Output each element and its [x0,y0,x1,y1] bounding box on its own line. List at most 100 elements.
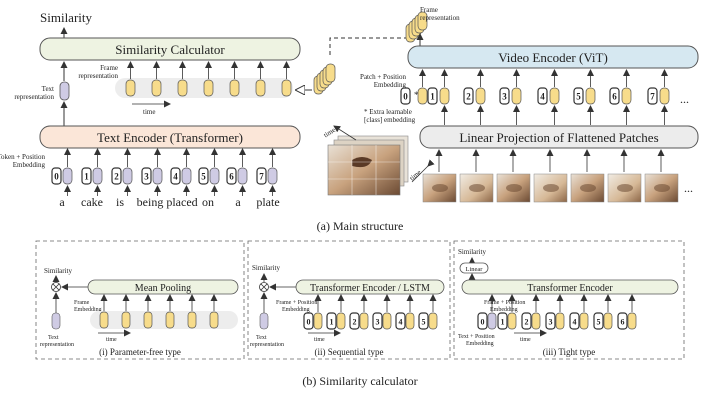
panel-sequential [247,240,451,360]
patch-index-label: 5 [576,92,581,102]
p1-times-mark [52,283,60,291]
p3-frame-index-box [497,312,508,330]
frame-representation-stack-small [313,63,336,95]
text-representation-label-1: Text [42,85,54,93]
p2-transformer-lstm-block [295,279,445,295]
p2-frame-pos-label-1: Frame + Position [276,300,317,306]
sentence-word: plate [256,195,279,209]
p3-frame-index-box [545,312,556,330]
patch-token [621,87,632,105]
patch-tile-row [422,149,679,203]
patch-index-box [463,87,474,105]
video-frame-front [327,144,401,196]
p1-caption: (i) Parameter-free type [99,347,181,357]
p3-text-index-box [477,312,488,330]
patch-tile-cake [469,184,485,192]
patch-index-label: 1 [430,92,435,102]
patch-tile-image [422,173,457,203]
stack-time-arrow [333,125,357,141]
p3-frame-token [507,312,517,330]
patch-index-box [400,87,411,105]
text-token-index-box [111,167,122,185]
calc-frame-token [281,79,292,97]
patch-index-label: 0 [403,92,408,102]
sentence-word: being [137,195,164,209]
sentence-word: a [235,195,241,209]
video-encoder-block [407,45,699,69]
patch-tile-cake [432,184,448,192]
p3-frame-index-label: 5 [597,318,601,327]
p1-frame-token [99,311,109,329]
p2-frame-index-box [395,312,406,330]
panel-parameter-free [35,240,245,360]
sentence-word: placed [166,195,197,209]
p3-frame-pos-label-2: Embedding [490,307,518,313]
small-stack-frame-token [325,63,336,83]
patch-index-label: 6 [612,92,617,102]
patch-embedding-label-2: Embedding [374,81,407,89]
sentence-word: on [202,195,214,209]
frame-rep-top-label-1: Frame [420,6,438,14]
patch-index-box [647,87,658,105]
similarity-label: Similarity [40,10,93,25]
p2-frame-index-label: 0 [307,318,311,327]
text-token-index-box [198,167,209,185]
patch-index-box [499,87,510,105]
patch-index-box [427,87,438,105]
video-encoder-label: Video Encoder (ViT) [498,50,608,65]
p2-text-token [259,312,269,330]
p2-frame-index-box [372,312,383,330]
patch-token [549,87,560,105]
text-representation-label-2: representation [14,93,54,101]
p2-frame-index-box [418,312,429,330]
frame-to-calc-dashed [329,37,408,58]
calc-time-label: time [143,108,155,116]
p1-frame-token [143,311,153,329]
p3-frame-token [531,312,541,330]
similarity-calculator-block [39,37,301,61]
p2-frame-token [313,312,323,330]
p3-frame-index-label: 6 [621,318,625,327]
p1-frame-embedding-label-2: Embedding [74,307,102,313]
patch-index-box [537,87,548,105]
p3-frame-index-box [617,312,628,330]
text-token [152,167,163,185]
token-embedding-label-1: Token + Position [0,153,45,161]
p3-time-label: time [520,337,531,343]
text-token-index-label: 7 [259,172,264,182]
p2-frame-index-label: 1 [330,318,334,327]
p3-frame-index-box [569,312,580,330]
p1-mean-pooling-block [87,279,239,295]
p1-frame-token [121,311,131,329]
patch-index-box [609,87,620,105]
text-representation-token [59,81,70,101]
extra-learnable-label-1: * Extra learnable [364,108,412,116]
p2-frame-index-label: 3 [376,318,380,327]
text-token-index-box [81,167,92,185]
patch-time-arrow [411,159,435,183]
text-token-index-label: 3 [144,172,149,182]
patch-time-label: time [408,168,423,182]
class-embedding-star: * [414,90,419,100]
patch-tile-cake [654,184,670,192]
p1-frame-embedding-label-1: Frame [74,300,90,306]
p3-caption: (iii) Tight type [543,347,596,357]
p3-frame-token [627,312,637,330]
text-token-index-box [51,167,62,185]
p3-linear-label: Linear [466,266,484,273]
patch-tile-cake [580,184,596,192]
p2-frame-token [336,312,346,330]
frame-rep-left-label-1: Frame [100,64,118,72]
text-token [267,167,278,185]
video-frame-stack [327,135,409,196]
p3-frame-token [603,312,613,330]
calculator-frame-tokens [125,61,292,97]
sentence-word: a [59,195,65,209]
p3-frame-token [555,312,565,330]
p3-frame-index-label: 2 [525,318,529,327]
p1-frame-token [165,311,175,329]
p2-times-mark [260,283,268,291]
p2-frame-token [359,312,369,330]
